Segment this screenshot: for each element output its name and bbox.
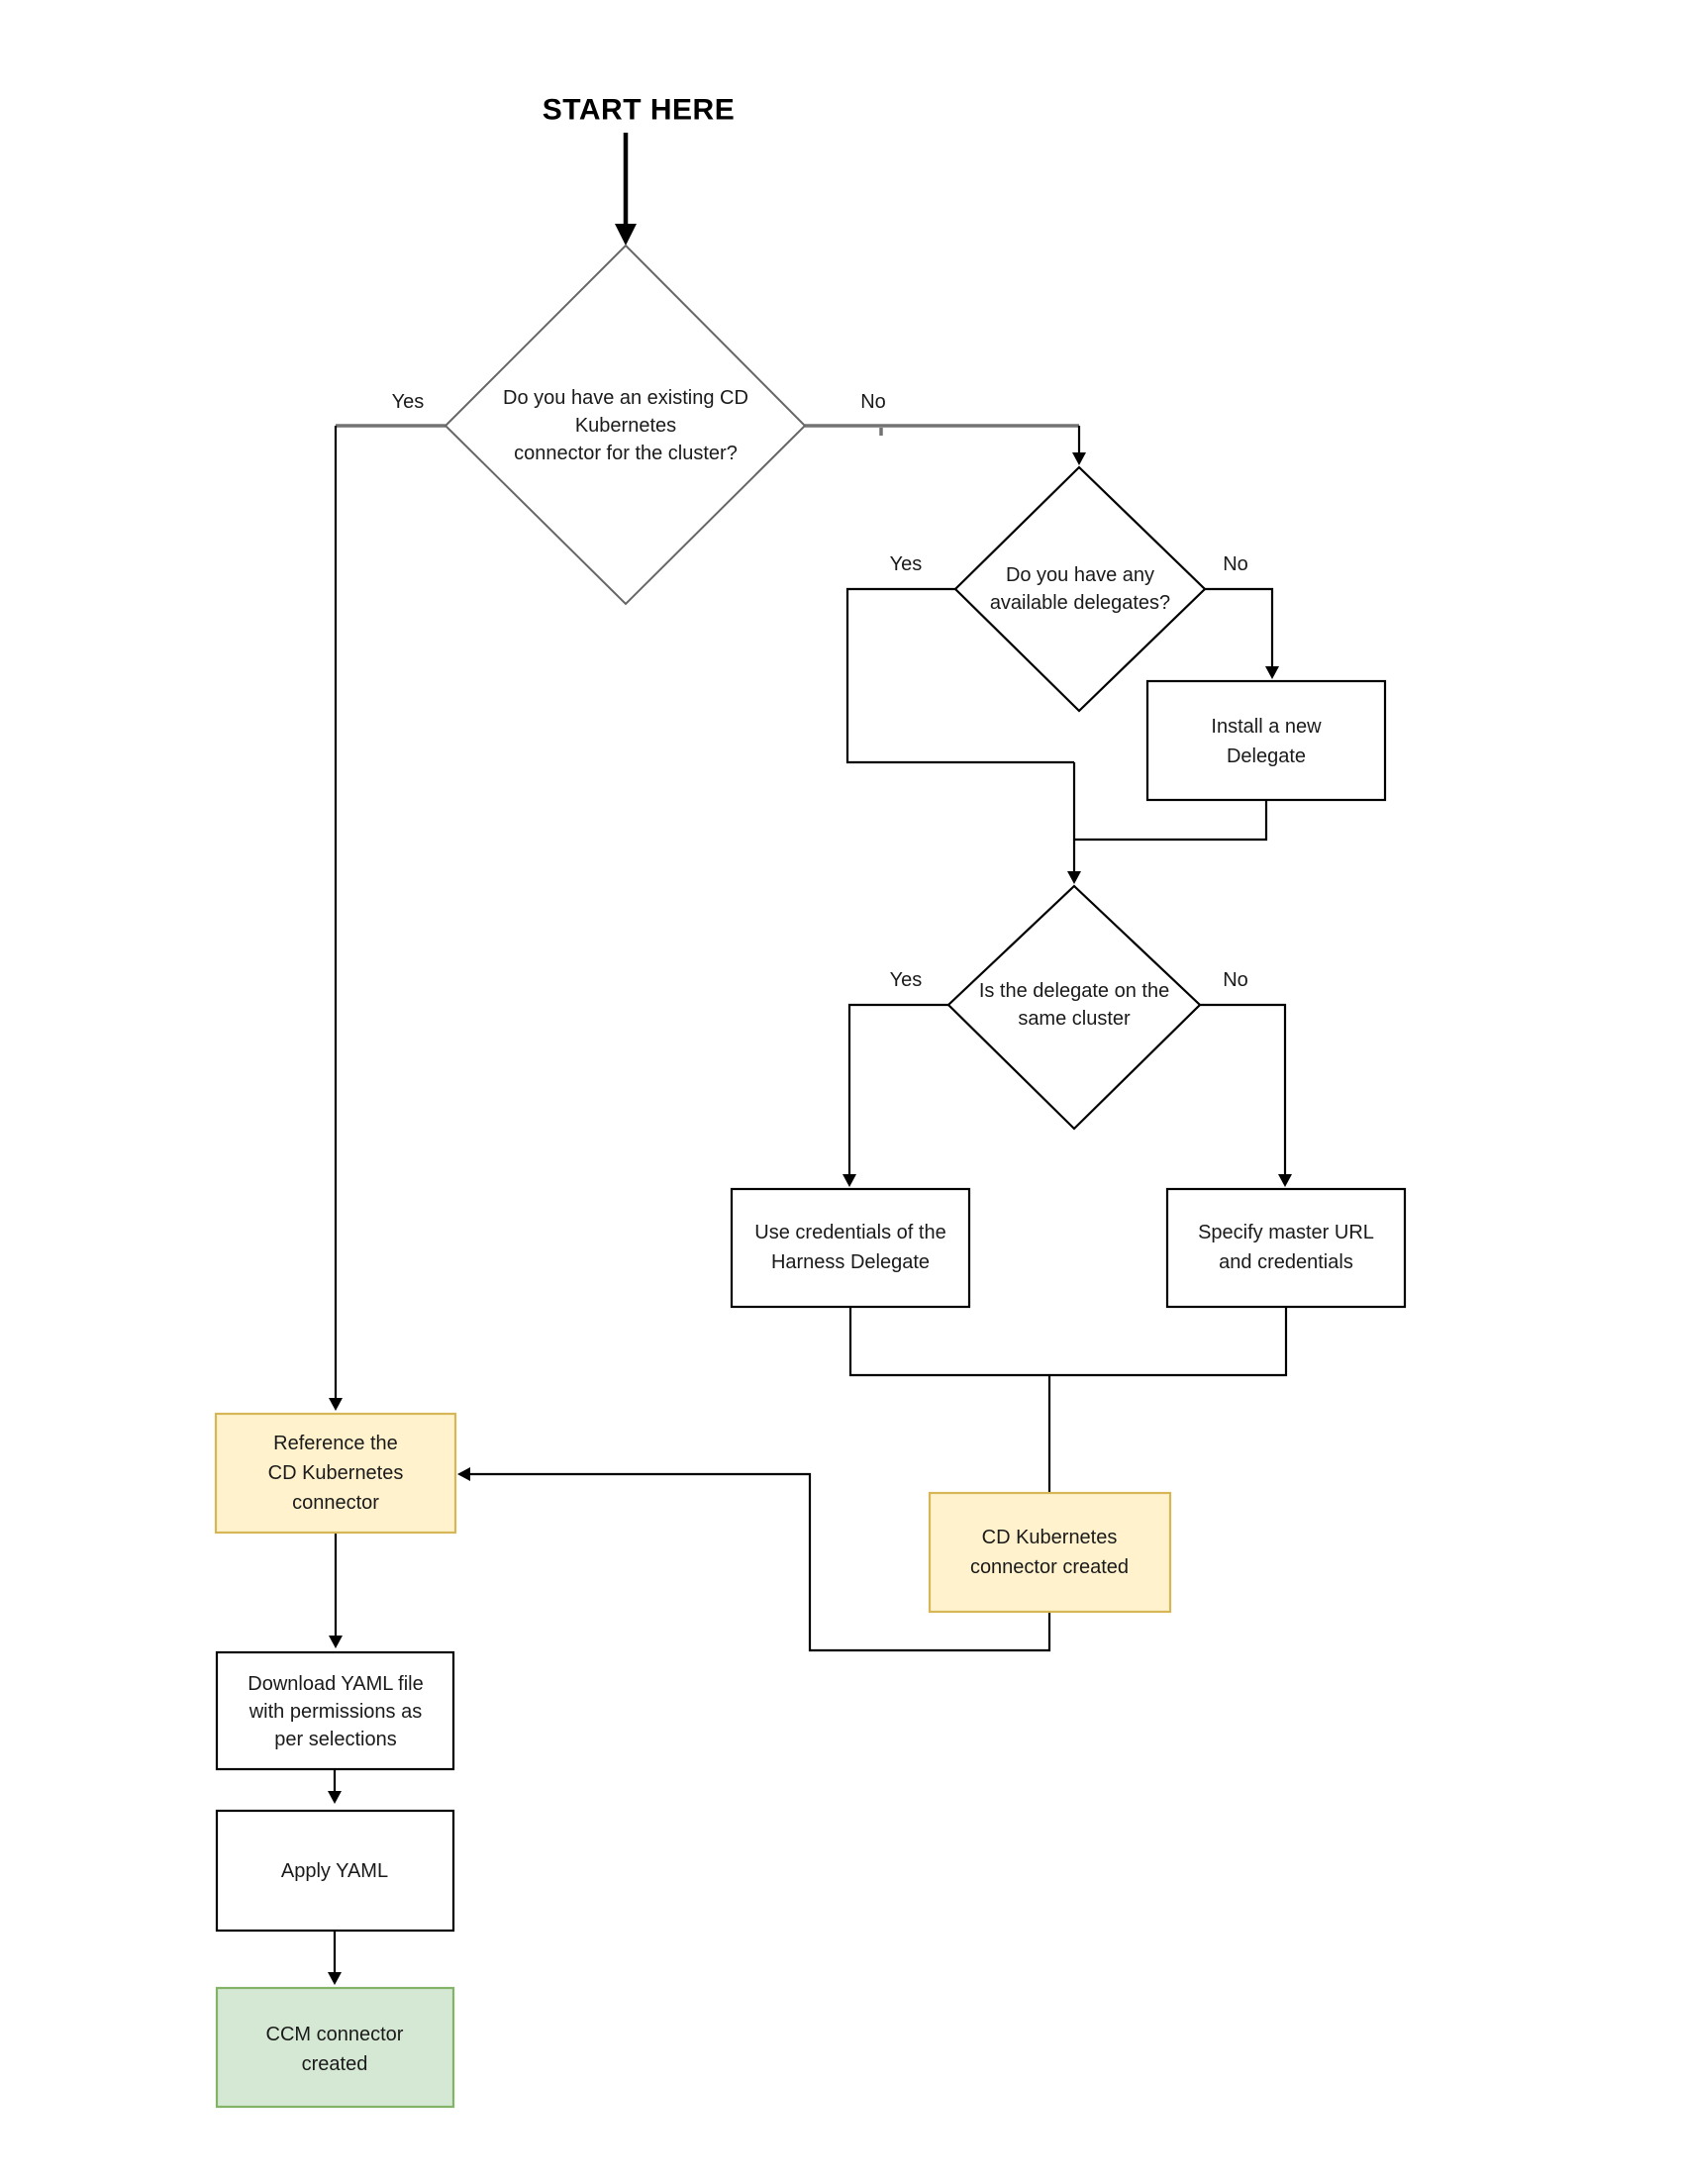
edge-label-d1-yes: Yes	[392, 391, 425, 413]
edge-cd-created-to-reference	[469, 1472, 1051, 1652]
decision1-text-line3: connector for the cluster?	[514, 443, 738, 464]
edge-label-d3-no: No	[1223, 969, 1248, 991]
edge-merge-boxes	[848, 1307, 1288, 1377]
edge-d3-yes	[847, 1003, 948, 1174]
process-use-delegate-credentials	[730, 1187, 971, 1309]
edge-label-d1-no: No	[860, 391, 886, 413]
arrowhead-into-decision2	[1072, 452, 1086, 465]
install-delegate-line2: Delegate	[1227, 745, 1306, 767]
arrowhead-into-specify	[1278, 1174, 1292, 1187]
download-yaml-line1: Download YAML file	[248, 1673, 424, 1695]
decision2-text-line2: available delegates?	[990, 592, 1170, 614]
edge-d3-no	[1200, 1003, 1287, 1174]
ccm-created-line1: CCM connector	[266, 2024, 404, 2045]
decision1-text-line2: Kubernetes	[575, 415, 676, 437]
arrowhead-into-use-credentials	[842, 1174, 856, 1187]
state-ccm-connector-created	[215, 1986, 455, 2109]
state-cd-connector-created	[928, 1491, 1172, 1614]
process-specify-master-url	[1165, 1187, 1407, 1309]
ccm-created-line2: created	[302, 2053, 368, 2075]
process-reference-cd-connector	[214, 1412, 457, 1535]
cd-created-line2: connector created	[970, 1556, 1129, 1578]
reference-line2: CD Kubernetes	[268, 1462, 404, 1484]
process-download-yaml	[215, 1650, 455, 1771]
decision3-text-line1: Is the delegate on the	[979, 980, 1169, 1002]
reference-line1: Reference the	[273, 1433, 398, 1454]
apply-yaml-line1: Apply YAML	[281, 1860, 388, 1882]
decision1-text-line1: Do you have an existing CD	[503, 387, 748, 409]
arrowhead-into-download	[329, 1636, 343, 1648]
edge-install-to-merge	[1074, 800, 1268, 842]
edge-label-d2-no: No	[1223, 553, 1248, 575]
arrowhead-into-install	[1265, 666, 1279, 679]
edge-d2-yes	[845, 587, 1074, 764]
decision-existing-cd-connector	[444, 244, 807, 606]
arrowhead-into-reference-top	[329, 1398, 343, 1411]
edge-d2-no	[1205, 587, 1274, 666]
decision-available-delegates	[953, 465, 1207, 713]
download-yaml-line2: with permissions as	[248, 1701, 423, 1723]
arrowhead-into-reference-right	[457, 1467, 470, 1481]
process-install-new-delegate	[1145, 679, 1387, 802]
decision-delegate-same-cluster	[946, 884, 1202, 1131]
reference-line3: connector	[292, 1492, 379, 1514]
arrowhead-into-ccm	[328, 1972, 342, 1985]
cd-created-line1: CD Kubernetes	[982, 1527, 1118, 1548]
arrowhead-into-apply	[328, 1791, 342, 1804]
process-apply-yaml	[215, 1809, 455, 1933]
specify-master-url-line1: Specify master URL	[1198, 1222, 1374, 1243]
edge-label-d3-yes: Yes	[890, 969, 923, 991]
use-credentials-line2: Harness Delegate	[771, 1251, 930, 1273]
specify-master-url-line2: and credentials	[1219, 1251, 1353, 1273]
use-credentials-line1: Use credentials of the	[754, 1222, 945, 1243]
arrowhead-into-decision3	[1067, 871, 1081, 884]
edge-label-d2-yes: Yes	[890, 553, 923, 575]
download-yaml-line3: per selections	[274, 1729, 396, 1750]
arrowhead-start	[615, 224, 637, 246]
install-delegate-line1: Install a new	[1211, 716, 1322, 738]
start-here-title: START HERE	[543, 94, 735, 127]
decision3-text-line2: same cluster	[1018, 1008, 1131, 1030]
decision2-text-line1: Do you have any	[1006, 564, 1154, 586]
